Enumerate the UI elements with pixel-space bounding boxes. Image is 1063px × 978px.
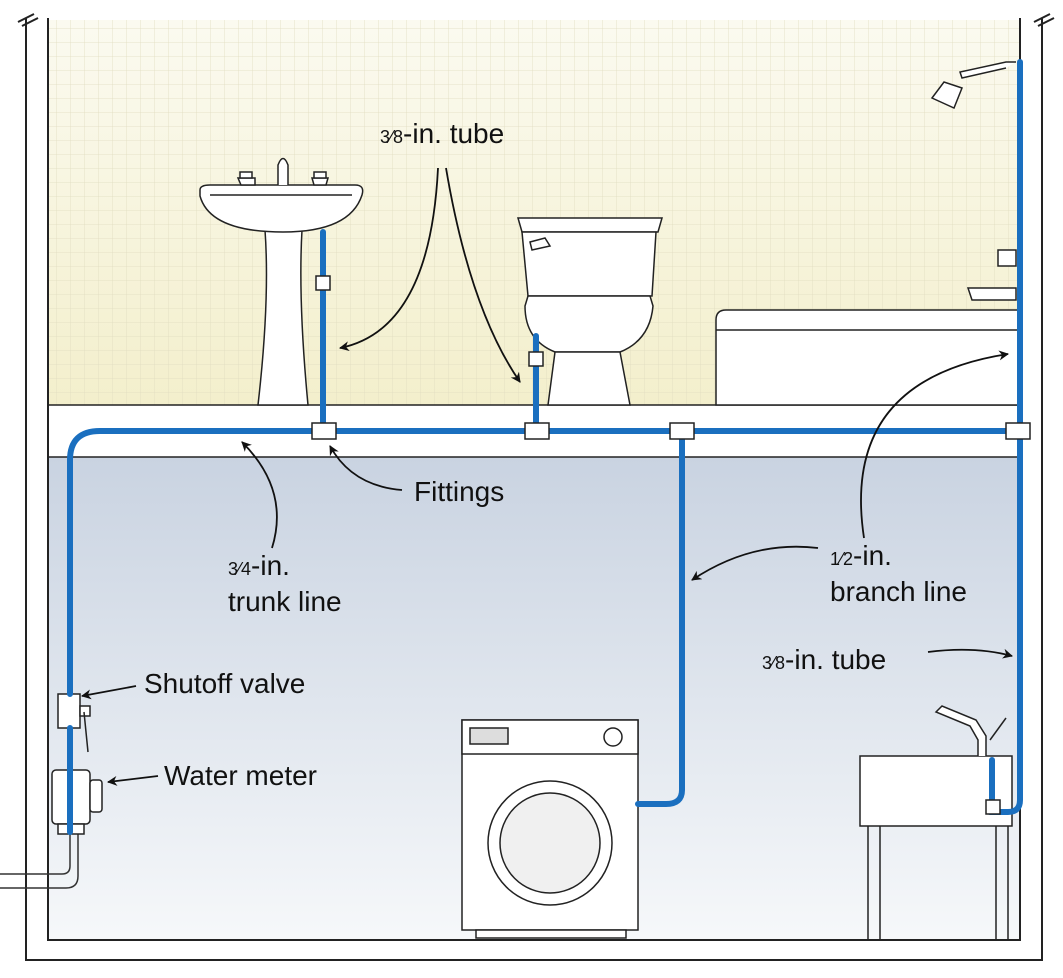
label-trunk-text: -in. (251, 550, 290, 581)
label-branch-fraction: 1⁄2 (830, 549, 854, 569)
label-tube-top-fraction: 3⁄8 (380, 127, 404, 147)
washer-branch-pipe (635, 428, 685, 807)
label-tube-top-text: -in. tube (403, 118, 505, 149)
incoming-supply-pipe (0, 832, 79, 889)
label-tube-top: 3⁄8-in. tube (380, 118, 504, 153)
valve-sink (315, 275, 331, 291)
label-branch-text: -in. (853, 540, 892, 571)
label-branch-line-2: branch line (830, 576, 967, 607)
valve-toilet (528, 351, 544, 367)
arrow-tube-right (927, 648, 1013, 659)
shower-fixtures (930, 61, 1017, 301)
washing-machine (461, 719, 639, 939)
label-trunk-line-1: 3⁄4-in. (228, 550, 290, 585)
arrow-branch-right (860, 350, 1009, 539)
callout-arrows (81, 167, 1013, 786)
label-trunk-line-2: trunk line (228, 586, 342, 617)
utility-sink (859, 705, 1013, 940)
arrow-tube-top-sink (339, 167, 439, 352)
utility-branch-pipe (987, 428, 1023, 815)
fitting-tee-toilet (524, 422, 550, 440)
arrow-trunk (241, 441, 278, 549)
fitting-tee-washer (669, 422, 695, 440)
bathtub (715, 309, 1019, 406)
trunk-line-pipe (67, 428, 1021, 697)
label-tube-right-text: -in. tube (785, 644, 887, 675)
valve-utility (985, 799, 1001, 815)
fitting-tee-right (1005, 422, 1031, 440)
label-tube-right: 3⁄8-in. tube (762, 644, 886, 679)
label-tube-right-fraction: 3⁄8 (762, 653, 786, 673)
arrow-branch-left (691, 545, 819, 581)
fitting-tee-sink (311, 422, 337, 440)
label-water-meter: Water meter (164, 760, 317, 791)
pedestal-sink (199, 157, 364, 406)
label-branch-line-1: 1⁄2-in. (830, 540, 892, 575)
toilet (517, 217, 663, 406)
label-shutoff-valve: Shutoff valve (144, 668, 306, 699)
pipe-fittings (311, 275, 1031, 815)
arrow-shutoff (81, 685, 137, 700)
label-trunk-fraction: 3⁄4 (228, 559, 252, 579)
label-fittings: Fittings (414, 476, 505, 507)
arrow-meter (107, 775, 159, 786)
arrow-fittings (329, 445, 403, 491)
arrow-tube-top-toilet (445, 167, 521, 383)
